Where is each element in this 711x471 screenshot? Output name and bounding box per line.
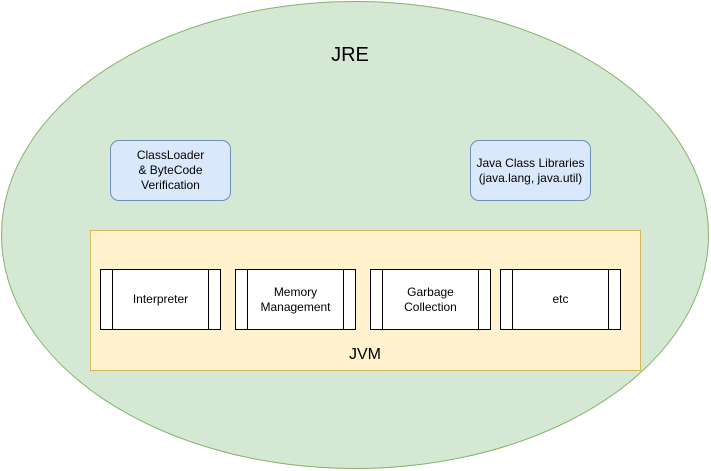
classloader-label: ClassLoader & ByteCode Verification [136, 148, 205, 192]
jvm-label: JVM [349, 346, 381, 363]
jre-label: JRE [331, 44, 369, 66]
memory-management-label: Memory Management [260, 284, 331, 314]
java-class-libraries-box: Java Class Libraries (java.lang, java.ut… [470, 140, 591, 201]
etc-box: etc [500, 269, 621, 330]
interpreter-label: Interpreter [132, 292, 189, 306]
garbage-collection-box: Garbage Collection [370, 269, 491, 330]
classloader-box: ClassLoader & ByteCode Verification [110, 140, 231, 201]
java-class-libraries-label: Java Class Libraries (java.lang, java.ut… [476, 155, 585, 185]
garbage-collection-label: Garbage Collection [404, 284, 457, 314]
interpreter-box: Interpreter [100, 269, 221, 330]
etc-label: etc [552, 292, 569, 306]
memory-management-box: Memory Management [235, 269, 356, 330]
